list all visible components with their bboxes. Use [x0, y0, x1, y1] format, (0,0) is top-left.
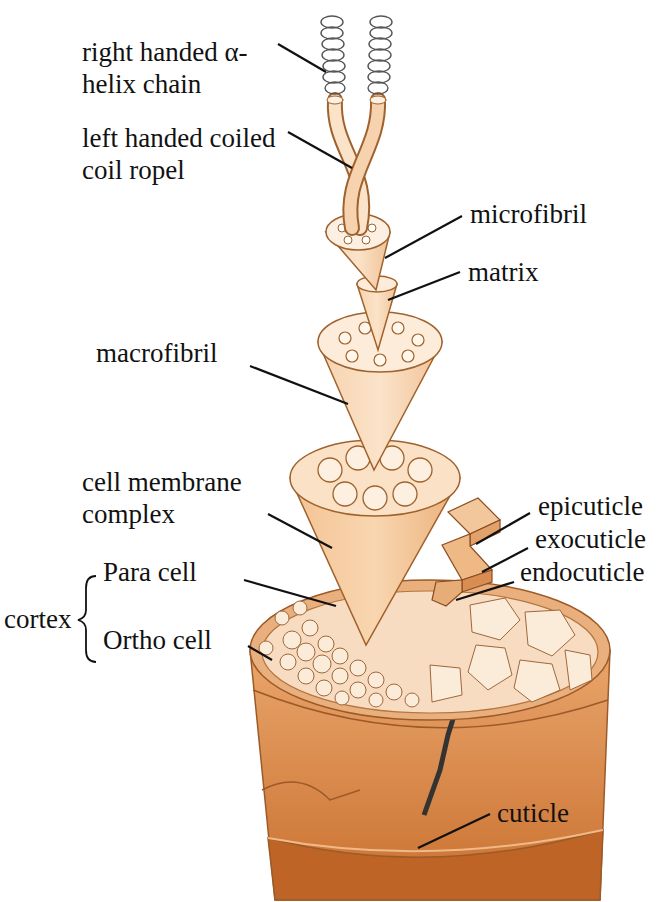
part-label: microfibril — [470, 198, 587, 230]
cell-membrane-cone — [408, 458, 432, 482]
part-label: cell membrane complex — [82, 466, 282, 530]
part-label: right handed α-helix chain — [82, 36, 282, 100]
cortex-cells — [318, 636, 334, 652]
leader-line — [278, 44, 326, 72]
cortex-cells — [405, 693, 419, 707]
cortex-cells — [350, 682, 366, 698]
cortex-cells — [335, 691, 349, 705]
leader-line — [248, 646, 272, 660]
cuticle-layers — [462, 570, 492, 592]
cortex-cells — [297, 643, 315, 661]
coiled-coil-rope — [327, 96, 386, 228]
cortex-cells — [470, 598, 520, 640]
hair-shaft — [262, 782, 360, 800]
alpha-helix — [321, 27, 343, 39]
alpha-helix — [369, 38, 391, 50]
cortex-cells — [313, 655, 331, 673]
cortex-cells — [565, 650, 592, 690]
leader-line — [250, 366, 348, 404]
part-label: epicuticle — [538, 490, 643, 522]
part-label: Para cell — [103, 556, 197, 588]
leader-line — [456, 582, 514, 600]
leader-line — [388, 272, 460, 300]
alpha-helix — [325, 82, 345, 94]
part-label: Ortho cell — [103, 624, 212, 656]
part-label: macrofibril — [96, 337, 217, 369]
cell-membrane-cone — [393, 482, 417, 506]
cortex-cells — [386, 684, 402, 700]
part-label: matrix — [468, 256, 538, 288]
macrofibril-cone — [402, 350, 414, 362]
leader-line — [476, 513, 530, 544]
cortex-cells — [514, 660, 560, 702]
part-label: cortex — [4, 603, 71, 635]
coiled-coil-rope — [327, 96, 343, 104]
part-label: cuticle — [497, 797, 569, 829]
microfibril-cone — [344, 236, 352, 244]
hair-shaft — [262, 591, 598, 713]
cortex-cells — [332, 648, 348, 664]
leader-line — [78, 44, 530, 848]
leader-line — [78, 576, 96, 662]
cuticle-layers — [432, 580, 462, 606]
cortex-cells — [350, 660, 366, 676]
cell-membrane-cone — [318, 458, 342, 482]
microfibril-cone — [362, 236, 370, 244]
macrofibril-cone — [374, 354, 386, 366]
cortex-cells — [369, 693, 383, 707]
macrofibril-cone — [412, 334, 424, 346]
macrofibril-cone — [339, 332, 351, 344]
cortex-cells — [468, 645, 512, 690]
part-label: endocuticle — [520, 556, 644, 588]
leader-line — [288, 132, 352, 168]
cortex-cells — [525, 610, 575, 656]
leader-line — [244, 580, 336, 606]
alpha-helix — [321, 16, 343, 28]
alpha-helix — [323, 60, 345, 72]
macrofibril-cone — [392, 322, 404, 334]
matrix-cone — [357, 284, 397, 350]
alpha-helix — [368, 71, 390, 83]
cell-membrane-cone — [290, 440, 460, 645]
alpha-helix — [321, 16, 392, 94]
cortex-cells — [332, 668, 348, 684]
alpha-helix — [322, 49, 344, 61]
leader-line — [268, 514, 332, 548]
cortex-cells — [259, 598, 592, 707]
cortex-cells — [430, 665, 462, 702]
hair-shaft — [250, 580, 610, 720]
part-label: left handed coiled coil ropel — [82, 122, 282, 186]
alpha-helix — [370, 16, 392, 28]
leader-line — [418, 814, 490, 848]
cortex-cells — [293, 601, 307, 615]
coiled-coil-rope — [350, 100, 378, 228]
cortex-cells — [316, 680, 332, 696]
alpha-helix — [368, 82, 388, 94]
alpha-helix — [323, 71, 345, 83]
cortex-cells — [298, 668, 314, 684]
cortex-cells — [275, 611, 289, 625]
cell-membrane-cone — [333, 482, 357, 506]
cortex-cells — [368, 672, 384, 688]
alpha-helix — [368, 60, 390, 72]
alpha-helix — [322, 38, 344, 50]
cortex-cells — [280, 654, 296, 670]
alpha-helix — [370, 27, 392, 39]
alpha-helix — [369, 49, 391, 61]
cortex-cells — [283, 631, 301, 649]
cortex-cells — [302, 620, 318, 636]
macrofibril-cone — [346, 350, 358, 362]
cell-membrane-cone — [363, 486, 387, 510]
part-label: exocuticle — [535, 523, 646, 555]
leader-line — [385, 216, 462, 258]
coiled-coil-rope — [350, 100, 378, 228]
coiled-coil-rope — [370, 96, 386, 104]
microfibril-cone — [368, 224, 376, 232]
hair-shaft — [250, 580, 610, 900]
